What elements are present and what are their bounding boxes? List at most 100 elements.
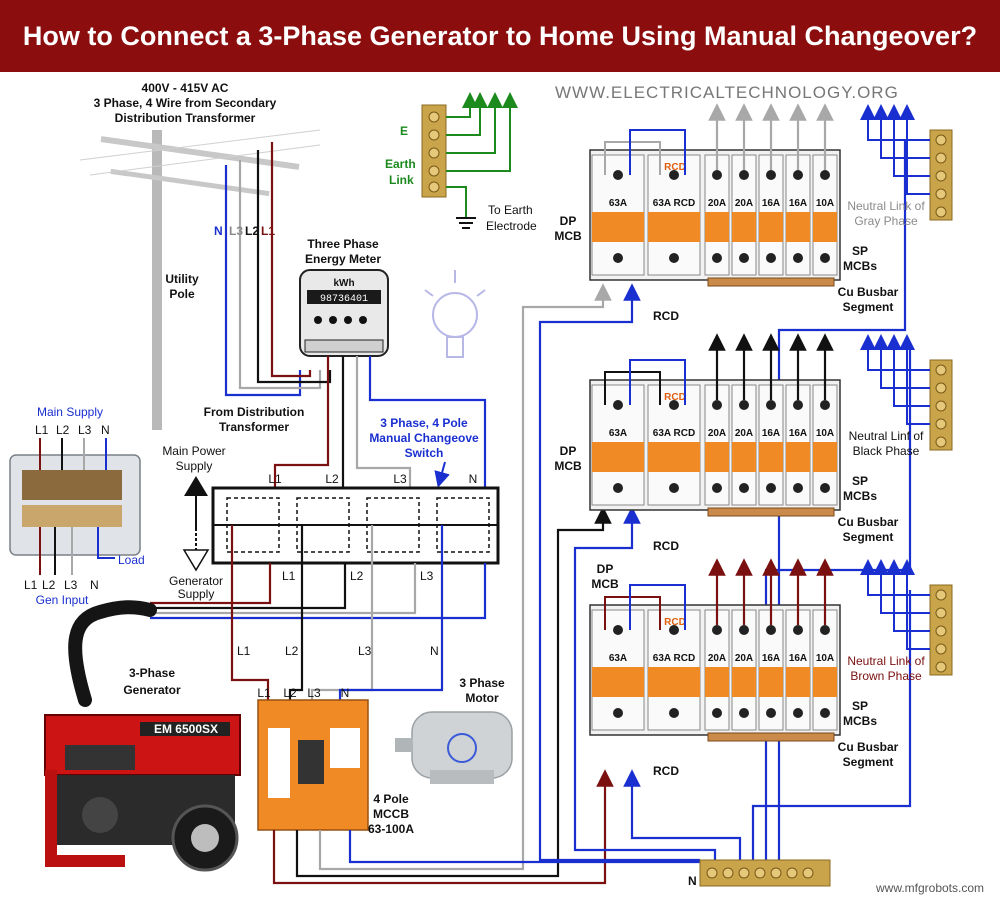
- utility-pole-label-2: Pole: [169, 287, 195, 301]
- dp-mcb-terminal-bottom: [613, 708, 623, 718]
- supply-tag-L2: L2: [245, 224, 259, 238]
- earth-label-1: Earth: [385, 157, 416, 171]
- sp-mcb-5-toggle: [813, 667, 837, 697]
- inset-N: N: [101, 423, 110, 437]
- dp-mcb[interactable]: 63A: [591, 154, 645, 276]
- sp-mcb-2-terminal-bottom: [739, 253, 749, 263]
- rcd-breaker-terminal-top: [669, 400, 679, 410]
- rcd-breaker[interactable]: 63A RCD: [647, 154, 701, 276]
- rcd-breaker[interactable]: 63A RCD: [647, 384, 701, 506]
- rcd-tag: RCD: [664, 162, 686, 173]
- busbar-label-2: Segment: [843, 530, 894, 544]
- generator-label-2: Generator: [123, 683, 181, 697]
- supply-voltage: 400V - 415V AC: [142, 81, 229, 95]
- sp-mcb-5-terminal-top: [820, 400, 830, 410]
- dp-label-1: DP: [560, 214, 577, 228]
- sp-mcb-2-toggle: [732, 442, 756, 472]
- dp-mcb-toggle: [592, 667, 644, 697]
- changeover-output-wires: [230, 525, 444, 700]
- meter-label-2: Energy Meter: [305, 252, 381, 266]
- sp-mcb-1-terminal-top: [712, 400, 722, 410]
- sp-mcb-3[interactable]: 16A: [758, 384, 784, 506]
- sp-mcb-3-rating: 16A: [762, 653, 780, 664]
- rcd-breaker-terminal-top: [669, 170, 679, 180]
- rcd-label: RCD: [653, 539, 679, 553]
- rcd-label: RCD: [653, 309, 679, 323]
- dp-mcb-rating: 63A: [609, 428, 627, 439]
- neutral-out-2: [873, 334, 930, 389]
- neutral-out-3: [886, 559, 930, 632]
- dp-label-1: DP: [560, 444, 577, 458]
- neutral-link-screw-3: [935, 400, 947, 412]
- rcd-breaker-rating: 63A RCD: [653, 198, 695, 209]
- sp-mcb-2-terminal-top: [739, 400, 749, 410]
- sp-mcb-2[interactable]: 20A: [731, 154, 757, 276]
- sp-mcb-4[interactable]: 16A: [785, 609, 811, 731]
- sp-mcb-1[interactable]: 20A: [704, 609, 730, 731]
- rcd-breaker[interactable]: 63A RCD: [647, 609, 701, 731]
- rcd-tag: RCD: [664, 617, 686, 628]
- rcd-tag: RCD: [664, 392, 686, 403]
- sp-mcb-3[interactable]: 16A: [758, 609, 784, 731]
- changeover-top-N: N: [469, 472, 478, 486]
- neutral-link-label-2: Brown Phase: [850, 669, 922, 683]
- neutral-link-screw-3: [935, 170, 947, 182]
- dp-rcd-link-phase: [604, 371, 661, 405]
- sp-mcb-1[interactable]: 20A: [704, 154, 730, 276]
- mccb-top-N: N: [341, 686, 350, 700]
- dp-mcb-rating: 63A: [609, 653, 627, 664]
- sp-mcb-5[interactable]: 10A: [812, 154, 838, 276]
- dp-mcb[interactable]: 63A: [591, 609, 645, 731]
- supply-tag-L1: L1: [261, 224, 275, 238]
- sp-mcb-1-toggle: [705, 442, 729, 472]
- neutral-link-screw-4: [935, 643, 947, 655]
- sp-mcb-4[interactable]: 16A: [785, 154, 811, 276]
- main-power-arrow: [184, 476, 208, 496]
- changeover-bot-L2: L2: [350, 569, 364, 583]
- earth-wires: [446, 92, 518, 218]
- sp-mcb-5-terminal-bottom: [820, 483, 830, 493]
- dp-label-2: MCB: [554, 229, 582, 243]
- rcd-breaker-rating: 63A RCD: [653, 653, 695, 664]
- mccb-mid-N: N: [430, 644, 439, 658]
- sp-mcb-2-toggle: [732, 212, 756, 242]
- changeover-pointer: [434, 461, 450, 488]
- generator-supply-label-2: Supply: [178, 587, 215, 601]
- motor-image: [395, 711, 513, 784]
- sp-mcb-5-rating: 10A: [816, 198, 834, 209]
- sp-mcb-5[interactable]: 10A: [812, 609, 838, 731]
- neutral-link-screw-2: [935, 152, 947, 164]
- supply-wires: [224, 142, 332, 397]
- sp-mcb-5-terminal-bottom: [820, 253, 830, 263]
- sp-mcb-4-toggle: [786, 667, 810, 697]
- sp-mcb-5-toggle: [813, 212, 837, 242]
- mccb-breaker[interactable]: [257, 699, 369, 831]
- sp-mcb-4[interactable]: 16A: [785, 384, 811, 506]
- dp-mcb[interactable]: 63A: [591, 384, 645, 506]
- inset-bottom-L3: L3: [64, 578, 78, 592]
- sp-mcb-5[interactable]: 10A: [812, 384, 838, 506]
- busbar-label-2: Segment: [843, 300, 894, 314]
- sp-mcb-3-rating: 16A: [762, 198, 780, 209]
- sp-mcb-1[interactable]: 20A: [704, 384, 730, 506]
- meter-unit: kWh: [333, 278, 354, 289]
- changeover-switch[interactable]: [211, 486, 500, 565]
- to-earth-2: Electrode: [486, 219, 537, 233]
- busbar-label-1: Cu Busbar: [838, 515, 899, 529]
- sp-mcb-2[interactable]: 20A: [731, 609, 757, 731]
- sp-mcb-4-rating: 16A: [789, 653, 807, 664]
- sp-mcb-1-terminal-top: [712, 625, 722, 635]
- rcd-breaker-toggle: [648, 212, 700, 242]
- neutral-link-screw-1: [935, 134, 947, 146]
- sp-mcb-4-terminal-bottom: [793, 253, 803, 263]
- sp-mcb-5-terminal-top: [820, 170, 830, 180]
- dp-mcb-toggle: [592, 212, 644, 242]
- sp-mcb-2[interactable]: 20A: [731, 384, 757, 506]
- neutral-busbar: [699, 859, 831, 887]
- sp-mcb-3[interactable]: 16A: [758, 154, 784, 276]
- sp-mcb-1-toggle: [705, 667, 729, 697]
- neutral-out-4: [899, 104, 930, 195]
